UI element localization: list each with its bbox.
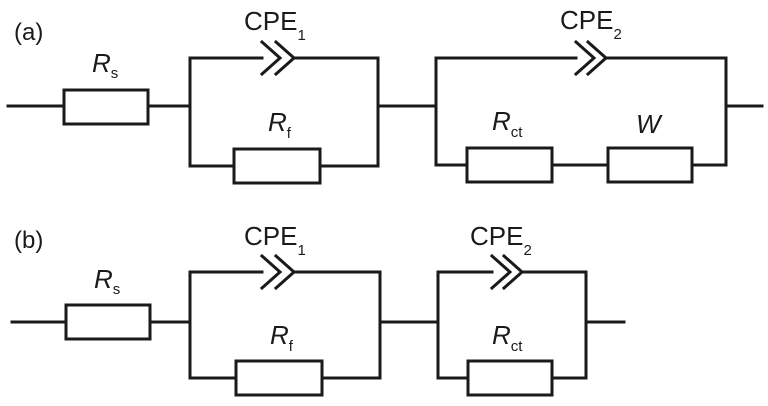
resistor-rf <box>234 359 324 397</box>
cpe1-symbol <box>259 39 297 77</box>
circuit-a: (a) Rs CPE1 Rf CPE2 Rct W <box>6 5 764 185</box>
wire <box>434 56 728 167</box>
cpe1-symbol <box>259 253 297 291</box>
label-w: W <box>636 109 663 139</box>
cpe2-symbol <box>573 39 609 77</box>
cpe2-symbol <box>489 253 525 291</box>
label-rf: Rf <box>268 107 292 142</box>
resistor-rs <box>64 303 152 341</box>
warburg-w <box>606 146 694 184</box>
wire <box>188 56 380 168</box>
label-rs: Rs <box>92 48 118 82</box>
wire <box>188 270 382 380</box>
label-rf: Rf <box>270 320 294 355</box>
panel-label-a: (a) <box>14 19 43 46</box>
label-cpe2: CPE2 <box>470 221 532 259</box>
circuit-b: (b) Rs CPE1 Rf CPE2 Rct <box>10 221 626 397</box>
label-cpe1: CPE1 <box>244 221 306 259</box>
resistor-rct <box>465 146 554 184</box>
label-rs: Rs <box>94 264 120 298</box>
wire <box>436 270 588 380</box>
resistor-rf <box>232 147 322 185</box>
label-rct: Rct <box>492 106 523 141</box>
panel-label-b: (b) <box>14 227 43 254</box>
label-cpe2: CPE2 <box>560 5 622 43</box>
resistor-rs <box>62 88 150 126</box>
label-rct: Rct <box>492 320 523 355</box>
label-cpe1: CPE1 <box>244 6 306 44</box>
resistor-rct <box>466 359 554 397</box>
